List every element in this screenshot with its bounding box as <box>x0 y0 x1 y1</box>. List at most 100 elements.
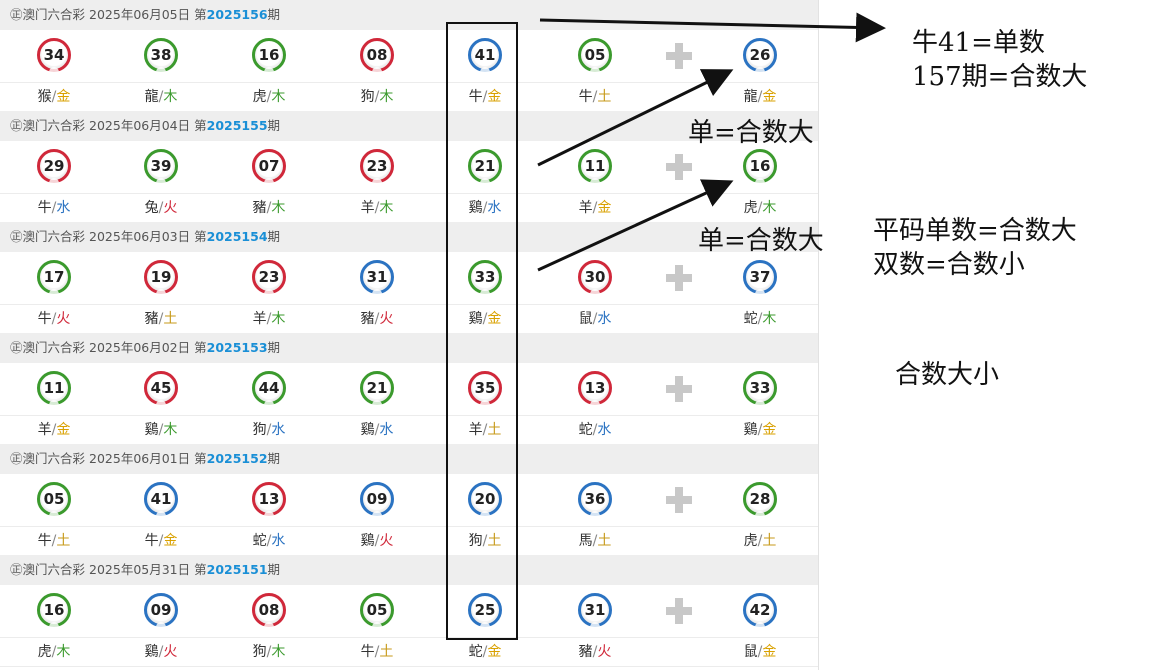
special-zodiac-label: 蛇/木 <box>725 305 795 333</box>
draw-logo-icon: ㊣ <box>10 340 23 355</box>
note-odd-composite-big-1: 单=合数大 <box>688 118 814 148</box>
number-ball: 45 <box>144 371 178 405</box>
draw-game-name: 澳门六合彩 <box>22 229 86 244</box>
zodiac-label: 牛/火 <box>19 305 89 333</box>
zodiac-element: 金 <box>597 200 612 216</box>
zodiac-separator: / <box>266 200 272 216</box>
zodiac-element: 土 <box>762 533 777 549</box>
zodiac-animal: 蛇 <box>252 533 267 549</box>
zodiac-label: 龍/木 <box>126 83 196 111</box>
zodiac-label: 牛/金 <box>450 83 520 111</box>
zodiac-separator: / <box>158 533 164 549</box>
zodiac-animal: 龍 <box>743 89 758 105</box>
zodiac-element: 木 <box>163 89 178 105</box>
zodiac-element: 金 <box>56 422 71 438</box>
number-ball: 25 <box>468 593 502 627</box>
zodiac-animal: 狗 <box>252 644 267 660</box>
zodiac-animal: 鷄 <box>144 422 159 438</box>
zodiac-separator: / <box>158 311 164 327</box>
draw-issue-suffix: 期 <box>267 451 281 466</box>
zodiac-animal: 鷄 <box>144 644 159 660</box>
draw-issue-prefix: 第 <box>194 562 207 577</box>
special-zodiac-label: 鼠/金 <box>725 638 795 666</box>
zodiac-label: 牛/水 <box>19 194 89 222</box>
zodiac-element: 火 <box>163 200 178 216</box>
number-ball: 23 <box>252 260 286 294</box>
zodiac-animal: 鷄 <box>743 422 758 438</box>
number-ball: 31 <box>578 593 612 627</box>
zodiac-separator: / <box>51 200 57 216</box>
zodiac-label: 鼠/水 <box>560 305 630 333</box>
draw-logo-icon: ㊣ <box>10 118 23 133</box>
zodiac-separator: / <box>374 311 380 327</box>
note-composite-size: 合数大小 <box>895 360 1000 390</box>
draw-issue-number: 2025154 <box>206 229 268 244</box>
number-ball: 31 <box>360 260 394 294</box>
zodiac-element: 金 <box>762 422 777 438</box>
zodiac-element: 金 <box>56 89 71 105</box>
zodiac-animal: 羊 <box>578 200 593 216</box>
special-zodiac-label: 龍/金 <box>725 83 795 111</box>
zodiac-animal: 羊 <box>37 422 52 438</box>
zodiac-element: 木 <box>271 89 286 105</box>
draw-issue-prefix: 第 <box>194 229 207 244</box>
zodiac-label: 豬/火 <box>560 638 630 666</box>
note-odd-composite-big-2: 单=合数大 <box>698 226 824 256</box>
number-ball: 21 <box>360 371 394 405</box>
draw-issue-number: 2025151 <box>206 562 268 577</box>
zodiac-label: 鷄/火 <box>126 638 196 666</box>
draw-date: 2025年05月31日 <box>89 562 191 577</box>
zodiac-label: 蛇/金 <box>450 638 520 666</box>
zodiac-element: 水 <box>597 422 612 438</box>
special-ball: 33 <box>743 371 777 405</box>
number-ball: 44 <box>252 371 286 405</box>
zodiac-animal: 狗 <box>252 422 267 438</box>
zodiac-label: 牛/土 <box>560 83 630 111</box>
zodiac-separator: / <box>51 644 57 660</box>
zodiac-label: 虎/木 <box>19 638 89 666</box>
zodiac-separator: / <box>158 422 164 438</box>
zodiac-separator: / <box>266 422 272 438</box>
zodiac-element: 土 <box>379 644 394 660</box>
draw-issue-suffix: 期 <box>267 7 281 22</box>
zodiac-animal: 鷄 <box>360 422 375 438</box>
number-ball: 11 <box>578 149 612 183</box>
zodiac-element: 金 <box>487 89 502 105</box>
draw-date: 2025年06月03日 <box>89 229 191 244</box>
zodiac-label: 鷄/火 <box>342 527 412 555</box>
note4-line1: 平码单数=合数大 <box>873 216 1077 246</box>
zodiac-separator: / <box>592 422 598 438</box>
draw-issue-suffix: 期 <box>267 118 281 133</box>
zodiac-animal: 狗 <box>360 89 375 105</box>
zodiac-animal: 豬 <box>360 311 375 327</box>
draw-issue-prefix: 第 <box>194 7 207 22</box>
draw-header: ㊣澳门六合彩 2025年06月02日 第2025153期 <box>0 333 818 363</box>
zodiac-separator: / <box>757 644 763 660</box>
zodiac-element: 水 <box>487 200 502 216</box>
zodiac-separator: / <box>266 644 272 660</box>
zodiac-label: 豬/土 <box>126 305 196 333</box>
zodiac-separator: / <box>592 533 598 549</box>
zodiac-label: 猴/金 <box>19 83 89 111</box>
zodiac-label: 羊/土 <box>450 416 520 444</box>
number-ball: 36 <box>578 482 612 516</box>
zodiac-animal: 虎 <box>37 644 52 660</box>
zodiac-label: 鷄/木 <box>126 416 196 444</box>
zodiac-separator: / <box>482 644 488 660</box>
number-ball: 20 <box>468 482 502 516</box>
zodiac-separator: / <box>374 644 380 660</box>
zodiac-separator: / <box>757 200 763 216</box>
zodiac-element: 木 <box>271 311 286 327</box>
zodiac-animal: 猴 <box>37 89 52 105</box>
zodiac-separator: / <box>158 89 164 105</box>
zodiac-element: 火 <box>379 533 394 549</box>
zodiac-animal: 蛇 <box>578 422 593 438</box>
zodiac-animal: 鼠 <box>578 311 593 327</box>
number-ball: 39 <box>144 149 178 183</box>
zodiac-animal: 兔 <box>144 200 159 216</box>
zodiac-element: 金 <box>163 533 178 549</box>
